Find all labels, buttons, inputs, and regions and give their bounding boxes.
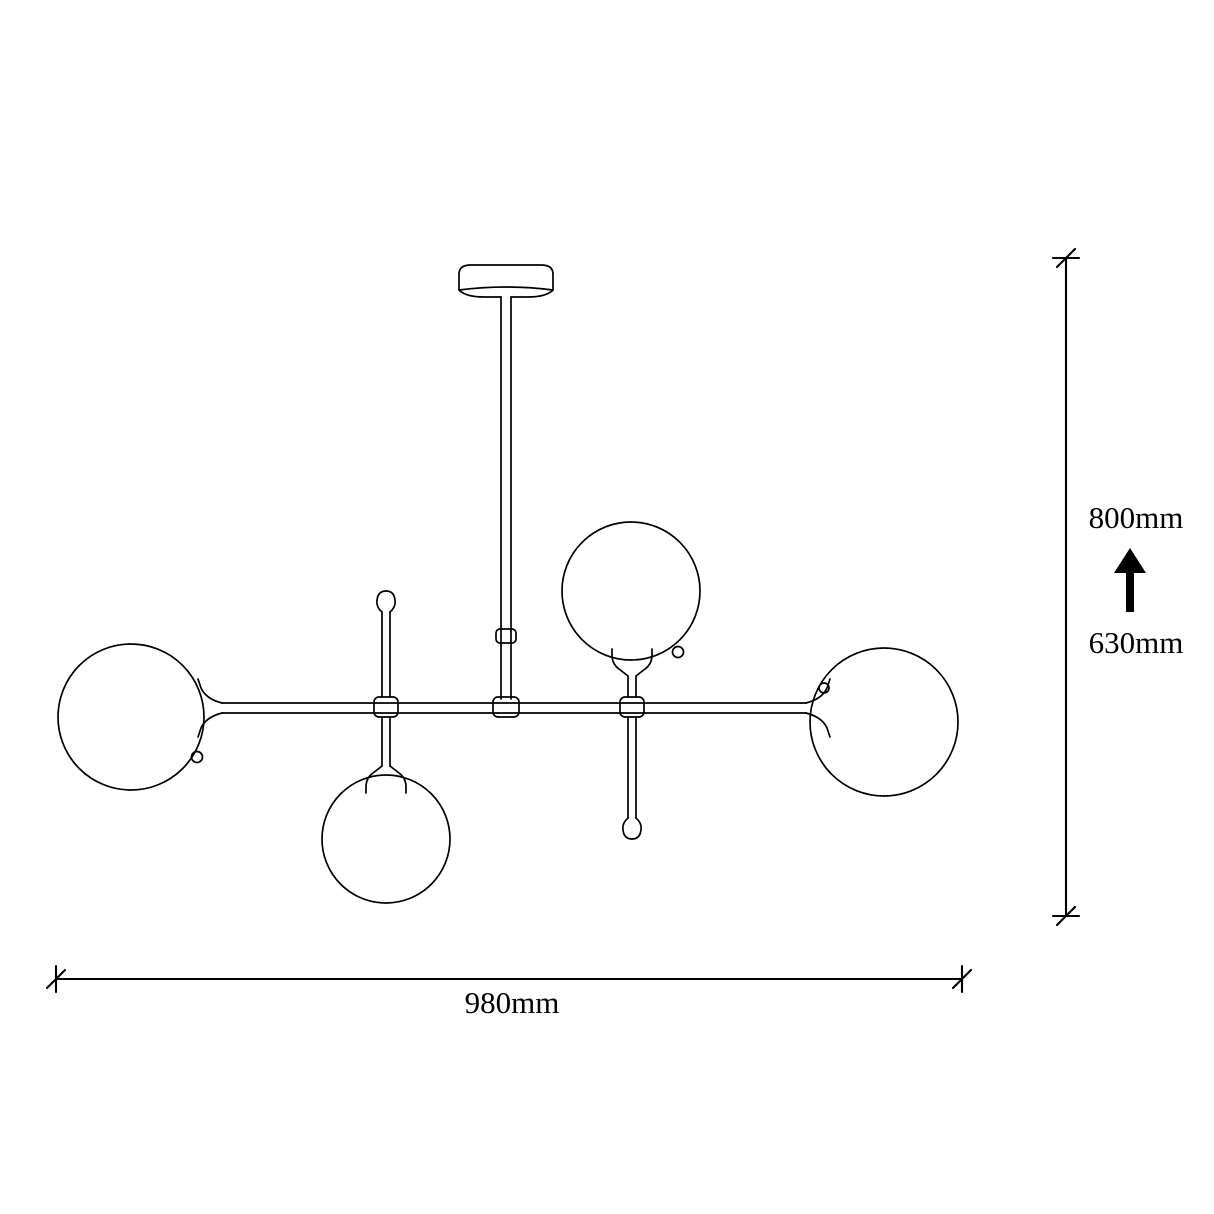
globe-top (561, 521, 701, 698)
arm-joint-right (619, 696, 645, 718)
globe-right-socket (805, 678, 831, 704)
globe-bottom-glass (321, 774, 451, 904)
globe-left (57, 643, 223, 791)
rod-coupling (495, 628, 517, 644)
globe-left-nipple (190, 750, 204, 764)
lamp-drawing (57, 264, 959, 904)
globe-left-glass (57, 643, 205, 791)
pipe-end-up (376, 590, 396, 698)
globe-right-glass (809, 647, 959, 797)
pipe-end-down (622, 716, 642, 840)
height-dim-slash-top (1055, 247, 1077, 269)
up-arrow-icon (1114, 548, 1146, 612)
globe-right-nipple (818, 682, 830, 694)
globe-bottom (321, 716, 451, 904)
ceiling-canopy (458, 264, 554, 298)
rod-bar-joint (492, 696, 520, 718)
height-dimension: 800mm 630mm (1051, 247, 1184, 927)
width-dim-slash-left (45, 968, 67, 990)
pipe-end-down-knob (622, 817, 642, 840)
width-dimension: 980mm (45, 964, 973, 1020)
pipe-end-up-knob (376, 590, 396, 613)
width-label: 980mm (465, 985, 560, 1020)
globe-top-nipple (671, 645, 685, 659)
globe-top-glass (561, 521, 701, 661)
globe-left-socket (197, 678, 223, 704)
globe-right (805, 647, 959, 797)
globe-bottom-socket (365, 765, 383, 794)
height-dim-slash-bottom (1055, 905, 1077, 927)
width-dim-slash-right (951, 968, 973, 990)
down-rod (492, 296, 520, 718)
height-max-label: 800mm (1089, 500, 1184, 535)
height-min-label: 630mm (1089, 625, 1184, 660)
globe-top-socket (611, 648, 629, 677)
arm-joint-left (373, 696, 399, 718)
horizontal-arm (221, 696, 807, 718)
